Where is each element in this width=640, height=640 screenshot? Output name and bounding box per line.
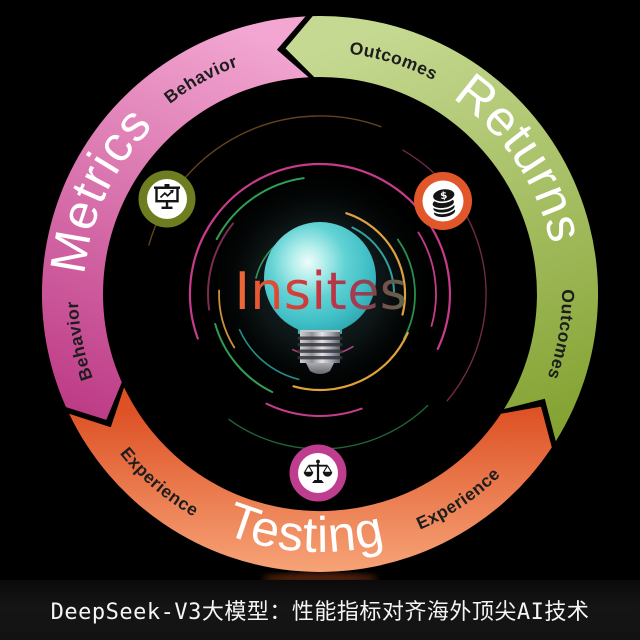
returns-label: Returns (445, 62, 594, 248)
screw-ribs (297, 336, 343, 360)
testing-balance-badge (289, 444, 347, 502)
center-label: Insites (235, 262, 408, 322)
ring-arc (188, 162, 452, 350)
lightbulb-icon (204, 168, 436, 400)
bulb-tip (306, 363, 334, 374)
coins-icon: $ (431, 187, 457, 219)
dollar-symbol: $ (440, 190, 448, 202)
cycle-ring (41, 16, 599, 572)
testing-arc-segment (69, 387, 552, 572)
returns-arc-segment (285, 16, 599, 442)
svg-text:Returns: Returns (445, 62, 595, 248)
caption-text: DeepSeek-V3大模型：性能指标对齐海外顶尖AI技术 (50, 600, 590, 625)
metrics-chart-badge (138, 170, 196, 228)
presentation-chart-icon (154, 184, 180, 210)
ring-arc (228, 404, 429, 450)
ring-arc (265, 402, 363, 417)
cap-rim (300, 330, 340, 333)
metrics-arc-segment (41, 16, 309, 420)
bulb-neck (298, 316, 342, 334)
caption-bar: DeepSeek-V3大模型：性能指标对齐海外顶尖AI技术 (0, 580, 640, 640)
returns-money-badge: $ (414, 172, 472, 230)
bulb-glass (264, 222, 376, 334)
scales-icon (303, 459, 333, 483)
